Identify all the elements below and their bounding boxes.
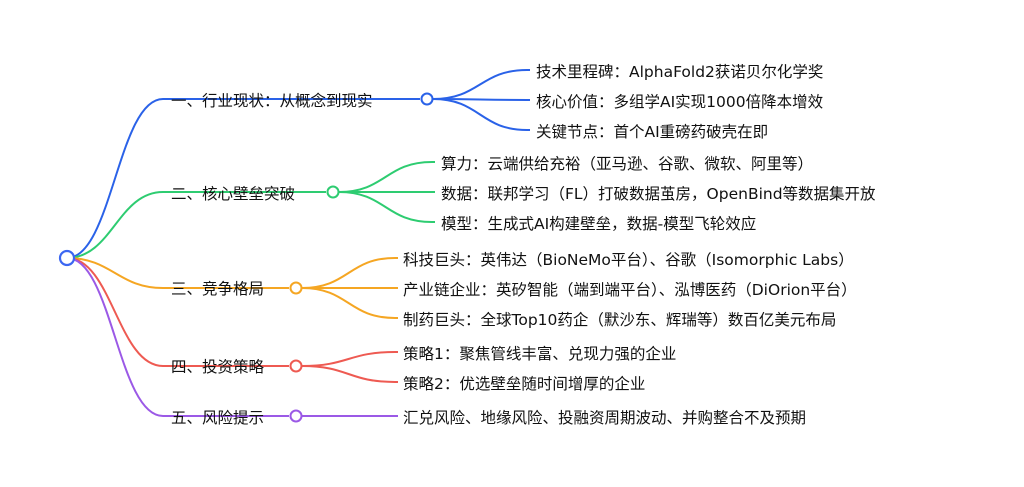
branch-hub-circle	[289, 281, 303, 295]
leaf-label: 技术里程碑：AlphaFold2获诺贝尔化学奖	[536, 63, 823, 81]
leaf-label: 策略1：聚焦管线丰富、兑现力强的企业	[403, 345, 676, 363]
branch-label: 四、投资策略	[171, 358, 265, 376]
leaf-label: 制药巨头：全球Top10药企（默沙东、辉瑞等）数百亿美元布局	[403, 311, 836, 329]
mindmap-nodes	[58, 92, 434, 423]
branch-hub-circle	[326, 185, 340, 199]
branch-label: 一、行业现状：从概念到现实	[171, 91, 373, 110]
branch-industry-status[interactable]: 一、行业现状：从概念到现实 技术里程碑：AlphaFold2获诺贝尔化学奖 核心…	[171, 63, 823, 141]
leaf-label: 策略2：优选壁垒随时间增厚的企业	[403, 375, 645, 393]
branch-to-leaf-edge	[301, 257, 396, 289]
leaf-label: 数据：联邦学习（FL）打破数据茧房，OpenBind等数据集开放	[441, 185, 876, 203]
root-node-circle	[58, 249, 76, 267]
leaf-label: 算力：云端供给充裕（亚马逊、谷歌、微软、阿里等）	[441, 154, 813, 173]
leaf-label: 汇兑风险、地缘风险、投融资周期波动、并购整合不及预期	[403, 409, 806, 427]
branch-to-leaf-edge	[338, 191, 433, 223]
leaf-label: 关键节点：首个AI重磅药破壳在即	[536, 123, 768, 141]
leaf-label: 产业链企业：英矽智能（端到端平台）、泓博医药（DiOrion平台）	[403, 281, 857, 299]
branch-to-leaf-edge	[301, 365, 396, 383]
branch-hub-circle	[289, 409, 303, 423]
branch-to-leaf-edge	[301, 351, 396, 367]
root-to-branch-edge	[66, 257, 164, 367]
branch-label: 五、风险提示	[171, 409, 264, 427]
branch-to-leaf-edge	[338, 161, 433, 193]
branch-to-leaf-edge	[432, 98, 528, 131]
branch-to-leaf-edge	[301, 287, 396, 319]
branch-hub-circle	[289, 359, 303, 373]
leaf-label: 科技巨头：英伟达（BioNeMo平台）、谷歌（Isomorphic Labs）	[403, 251, 854, 269]
branch-core-barriers[interactable]: 二、核心壁垒突破 算力：云端供给充裕（亚马逊、谷歌、微软、阿里等） 数据：联邦学…	[171, 154, 876, 233]
branch-investment-strategy[interactable]: 四、投资策略 策略1：聚焦管线丰富、兑现力强的企业 策略2：优选壁垒随时间增厚的…	[171, 345, 676, 393]
root-to-branch-edge	[66, 257, 164, 417]
branch-label: 三、竞争格局	[171, 280, 264, 298]
branch-risk-warning[interactable]: 五、风险提示 汇兑风险、地缘风险、投融资周期波动、并购整合不及预期	[171, 409, 806, 427]
branch-label: 二、核心壁垒突破	[171, 185, 295, 203]
mindmap-edges	[66, 69, 530, 418]
leaf-label: 核心价值：多组学AI实现1000倍降本增效	[536, 93, 823, 111]
branch-competition[interactable]: 三、竞争格局 科技巨头：英伟达（BioNeMo平台）、谷歌（Isomorphic…	[171, 251, 857, 329]
branch-hub-circle	[420, 92, 434, 106]
leaf-label: 模型：生成式AI构建壁垒，数据-模型飞轮效应	[441, 214, 756, 233]
root-to-branch-edge	[66, 257, 164, 289]
root-to-branch-edge	[66, 191, 164, 259]
branch-to-leaf-edge	[432, 69, 528, 100]
root-to-branch-edge	[66, 98, 164, 259]
